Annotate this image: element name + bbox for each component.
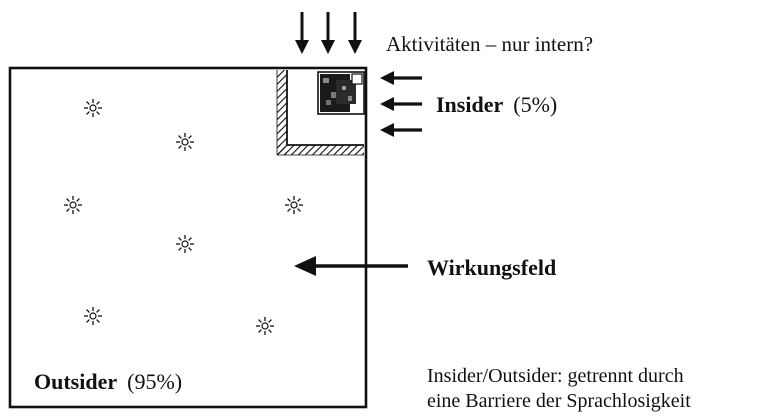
activities-label: Aktivitäten – nur intern? — [386, 32, 593, 56]
sun-icon — [175, 234, 195, 254]
activities-arrow-icon — [295, 12, 362, 54]
wirkungsfeld-frame — [8, 66, 368, 409]
note-line-2: eine Barriere der Sprachlosigkeit — [427, 390, 691, 412]
note-line-1: Insider/Outsider: getrennt durch — [427, 365, 684, 387]
wirkungsfeld-label: Wirkungsfeld — [427, 255, 556, 280]
insider-name: Insider — [436, 92, 503, 117]
outsider-share: (95%) — [127, 369, 182, 394]
sun-icon — [284, 195, 304, 215]
wirkungsfeld-arrow-icon — [294, 256, 408, 276]
insider-label: Insider (5%) — [436, 92, 557, 117]
outsider-name: Outsider — [34, 369, 117, 394]
sun-icon — [175, 132, 195, 152]
sun-icon — [83, 306, 103, 326]
sun-icon — [255, 316, 275, 336]
sun-markers — [63, 98, 304, 336]
sun-icon — [83, 98, 103, 118]
sun-icon — [63, 195, 83, 215]
insider-arrow-icon — [380, 71, 422, 137]
insider-core-icon — [317, 71, 365, 115]
outsider-label: Outsider (95%) — [34, 369, 182, 394]
insider-share: (5%) — [513, 92, 557, 117]
barrier-hatch — [276, 70, 364, 156]
